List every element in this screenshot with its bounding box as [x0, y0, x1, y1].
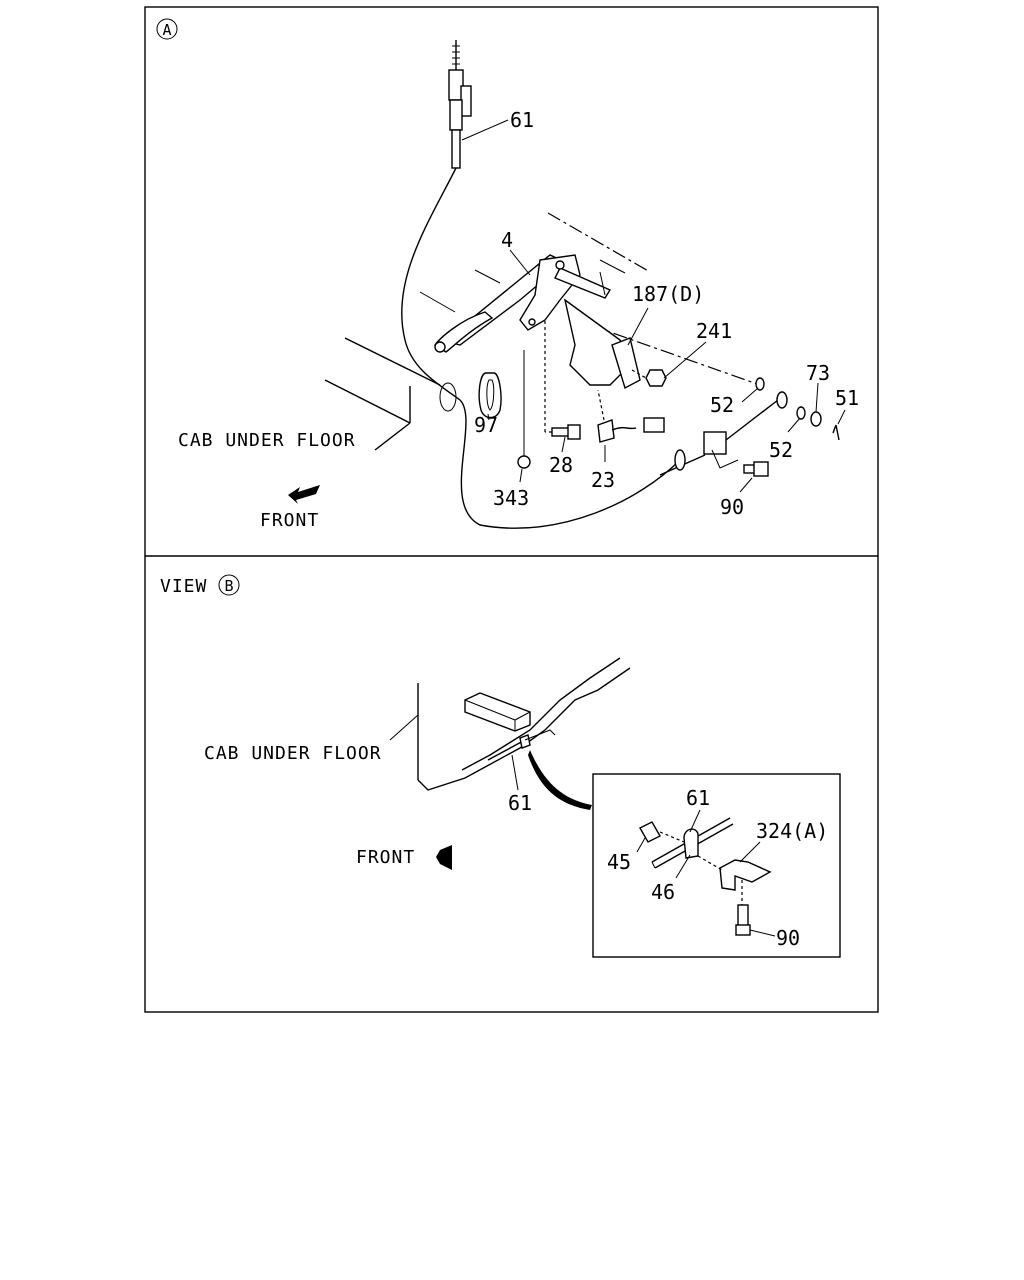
callout-187-d: 187(D) — [632, 282, 704, 306]
view-label: VIEW — [160, 576, 207, 597]
panel-a-leaders — [461, 119, 846, 493]
detail-inset-frame — [592, 773, 841, 958]
cab-floor-outline — [324, 212, 761, 451]
detail-callout-46: 46 — [651, 880, 675, 904]
panel-a: A — [156, 18, 859, 531]
detail-callout-61: 61 — [686, 786, 710, 810]
callout-97: 97 — [474, 413, 498, 437]
brake-cable — [401, 167, 681, 529]
callout-51: 51 — [835, 386, 859, 410]
part-324-bracket — [719, 859, 772, 891]
detail-inset: 61 324(A) 45 46 90 — [592, 773, 841, 958]
detail-callout-90: 90 — [776, 926, 800, 950]
front-arrow-icon-b — [436, 845, 452, 870]
part-90-bolt-b — [737, 904, 749, 928]
part-51-pin — [832, 424, 840, 441]
leader-61 — [511, 754, 519, 791]
detail-pointer-arrow-icon — [528, 750, 592, 810]
panel-b-marker: B — [224, 577, 233, 595]
front-label: FRONT — [260, 510, 319, 531]
callout-52-b: 52 — [769, 438, 793, 462]
panel-b-marker-circle — [218, 574, 240, 596]
front-arrow-icon — [288, 485, 320, 504]
cab-under-floor-label-b: CAB UNDER FLOOR — [204, 743, 382, 764]
callout-343: 343 — [493, 486, 529, 510]
part-90-bolt — [743, 461, 769, 477]
part-343-plug — [517, 455, 531, 469]
callout-4: 4 — [501, 228, 513, 252]
cab-under-floor-label: CAB UNDER FLOOR — [178, 430, 356, 451]
detail-callout-45: 45 — [607, 850, 631, 874]
panel-a-marker-circle — [156, 18, 178, 40]
part-45-bolt — [639, 821, 661, 843]
part-241-nut — [631, 369, 667, 387]
part-23-switch — [597, 389, 665, 443]
upper-cable-end — [448, 40, 472, 169]
hand-brake-lever — [434, 254, 641, 390]
panel-a-marker: A — [162, 21, 171, 39]
panel-b: VIEW B CAB UNDER FLOOR 61 FRONT — [160, 574, 841, 958]
callout-23: 23 — [591, 468, 615, 492]
part-97-grommet — [478, 372, 502, 419]
detail-callout-324-a: 324(A) — [756, 819, 828, 843]
front-label-b: FRONT — [356, 847, 415, 868]
callout-28: 28 — [549, 453, 573, 477]
callout-73: 73 — [806, 361, 830, 385]
callout-241: 241 — [696, 319, 732, 343]
part-46-clip — [683, 828, 699, 859]
part-28-bolt — [544, 320, 581, 440]
callout-61: 61 — [510, 108, 534, 132]
cab-floor-section — [417, 657, 631, 791]
part-52-washer-a — [755, 377, 765, 391]
callout-61-b: 61 — [508, 791, 532, 815]
part-52-washer-b — [796, 406, 806, 420]
callout-52-a: 52 — [710, 393, 734, 417]
callout-90: 90 — [720, 495, 744, 519]
leader-cab-floor — [389, 714, 419, 741]
part-73-washer — [810, 411, 822, 427]
rear-cable-assembly — [659, 391, 788, 476]
diagram-frame — [144, 6, 879, 1013]
